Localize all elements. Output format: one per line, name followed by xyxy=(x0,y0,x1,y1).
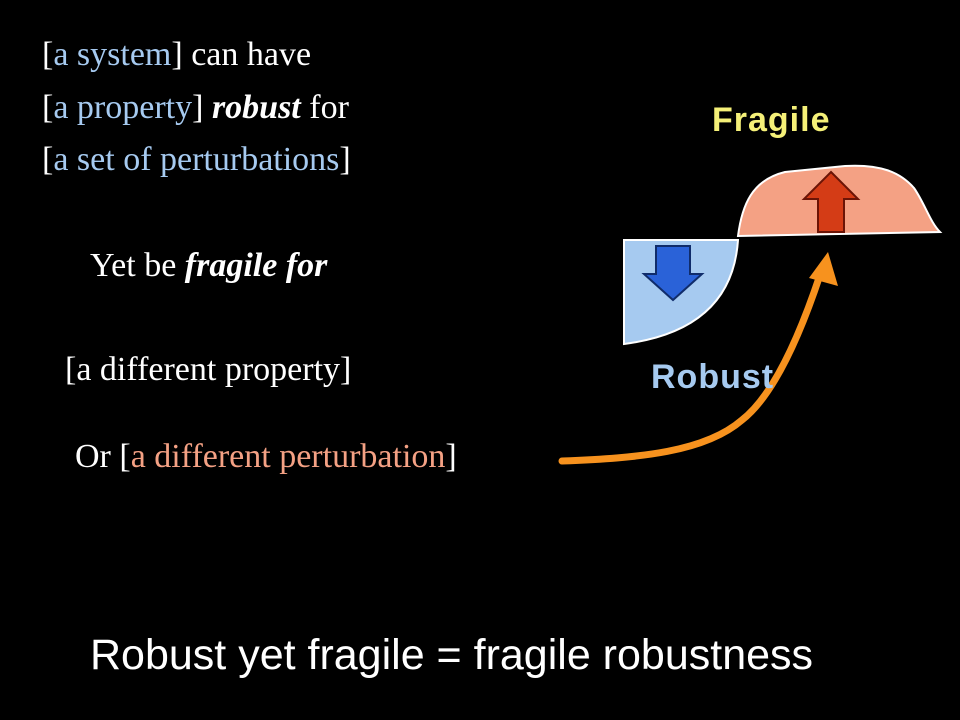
bracket: ] xyxy=(445,438,457,475)
bracket: [ xyxy=(42,141,54,178)
conclusion-text: Robust yet fragile = fragile robustness xyxy=(90,631,814,679)
robust-label: Robust xyxy=(651,358,775,396)
fragile-label: Fragile xyxy=(712,101,831,139)
bracket: [ xyxy=(42,89,54,126)
up-arrow-icon xyxy=(801,170,861,233)
perturbation-phrase: a different perturbation xyxy=(130,438,446,475)
can-have-text: can have xyxy=(182,36,312,73)
different-perturbation-line: Or [a different perturbation] xyxy=(75,437,457,477)
statement-line-perturbations: [a set of perturbations] xyxy=(42,140,351,180)
statement-line-system: [a system] can have xyxy=(42,35,311,75)
robust-emphasis: robust xyxy=(203,89,301,126)
down-arrow-icon xyxy=(641,245,705,302)
bracket: ] xyxy=(171,36,183,73)
yet-fragile-line: Yet be fragile for xyxy=(90,246,327,286)
property-phrase: a property xyxy=(53,89,193,126)
bracket: ] xyxy=(339,141,351,178)
yet-prefix: Yet be xyxy=(90,247,185,284)
curved-arrow-head-icon xyxy=(809,252,838,286)
curved-arrow xyxy=(558,271,824,465)
statement-line-property: [a property] robust for xyxy=(42,88,349,128)
fragile-for-emphasis: fragile for xyxy=(184,247,328,284)
or-prefix: Or [ xyxy=(75,438,131,475)
bracket: ] xyxy=(192,89,204,126)
bracket: [ xyxy=(42,36,54,73)
perturbations-phrase: a set of perturbations xyxy=(53,141,340,178)
for-text: for xyxy=(300,89,349,126)
system-phrase: a system xyxy=(53,36,172,73)
different-property-line: [a different property] xyxy=(65,351,352,388)
